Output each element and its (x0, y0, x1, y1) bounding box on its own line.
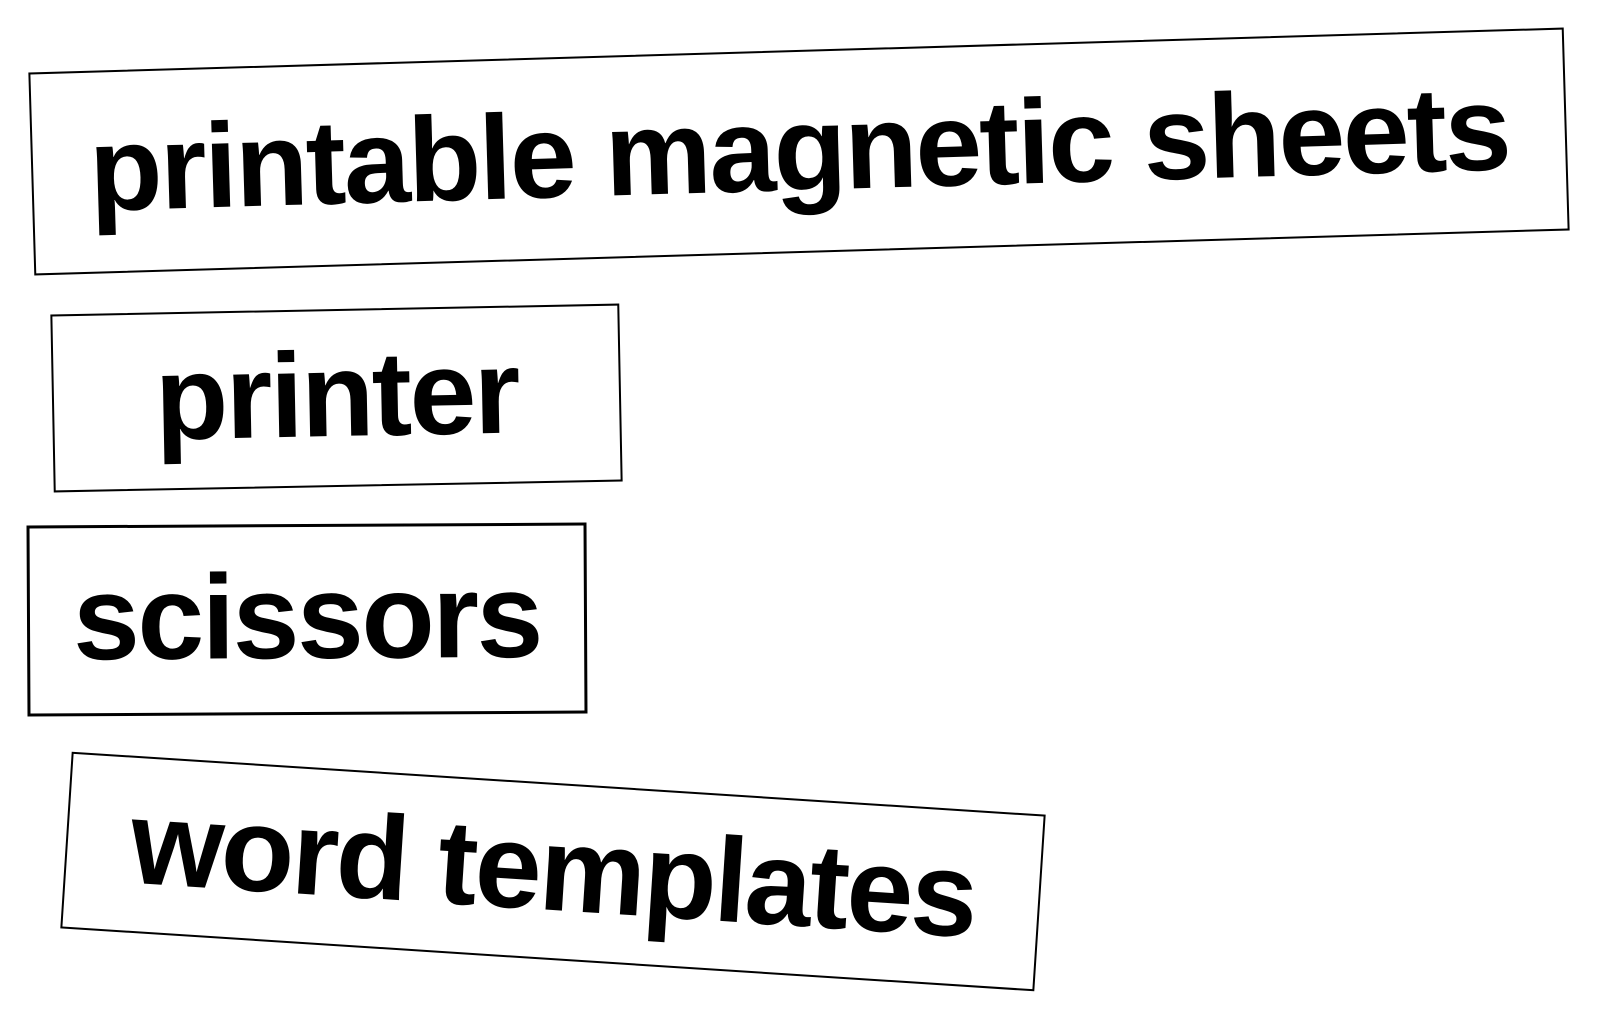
word-tile-label: scissors (72, 548, 542, 685)
word-tile-printable-magnetic-sheets: printable magnetic sheets (28, 27, 1570, 276)
word-tile-label: word templates (126, 774, 980, 963)
word-tile-label: printer (153, 324, 520, 466)
word-tile-label: printable magnetic sheets (87, 60, 1511, 237)
word-tile-printer: printer (50, 303, 623, 493)
word-tile-scissors: scissors (26, 522, 588, 717)
word-tile-word-templates: word templates (60, 751, 1046, 992)
